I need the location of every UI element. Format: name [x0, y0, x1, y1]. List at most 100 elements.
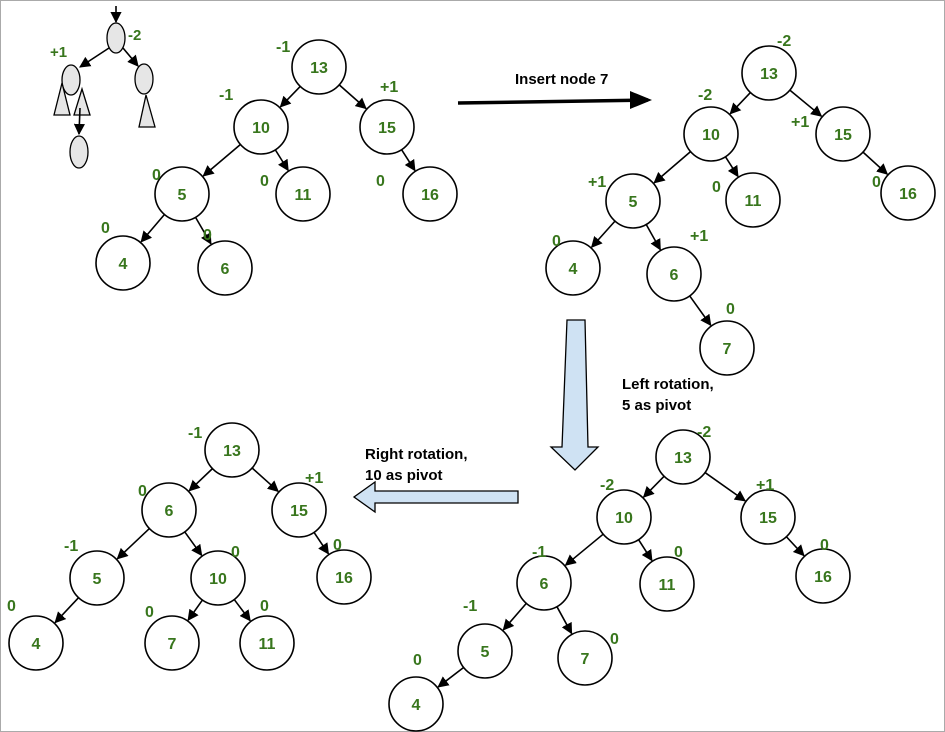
tree-edge: [724, 156, 739, 178]
balance-factor: 0: [552, 233, 561, 250]
tree-edge: [637, 539, 653, 562]
node-circle: [8, 615, 64, 671]
tree-node: 13-1: [276, 39, 347, 95]
schematic-subtree: [73, 86, 91, 116]
tree-edge: [862, 151, 889, 175]
node-key: 15: [290, 503, 308, 520]
tree-node: 110: [239, 598, 295, 671]
tree-node: 40: [388, 652, 444, 732]
node-circle: [795, 548, 851, 604]
tree-edge: [653, 150, 692, 184]
balance-factor: 0: [101, 220, 110, 237]
tree-node: 13-2: [741, 33, 797, 101]
tree-edge: [502, 602, 527, 631]
node-key: 5: [481, 644, 490, 661]
tree-node: 70: [144, 604, 200, 671]
tree-node: 60: [197, 227, 253, 296]
node-circle: [388, 676, 444, 732]
balance-factor: -2: [698, 87, 712, 104]
tree-node: 40: [545, 233, 601, 296]
node-key: 6: [540, 576, 549, 593]
node-circle: [880, 165, 936, 221]
balance-factor: 0: [712, 179, 721, 196]
node-circle: [646, 246, 702, 302]
tree-edge: [556, 606, 573, 635]
node-key: 11: [659, 577, 676, 594]
node-circle: [683, 106, 739, 162]
balance-factor: +1: [690, 228, 708, 245]
balance-factor: -1: [219, 87, 233, 104]
balance-factor: -2: [600, 477, 614, 494]
node-key: 6: [221, 261, 230, 278]
tree-edge: [274, 149, 289, 172]
tree-node: 160: [795, 537, 851, 604]
tree-node: 40: [7, 598, 64, 671]
balance-factor: +1: [380, 79, 398, 96]
node-circle: [402, 166, 458, 222]
tree-edge: [785, 536, 805, 557]
node-key: 16: [335, 570, 353, 587]
node-key: 10: [702, 127, 720, 144]
node-key: 13: [674, 450, 692, 467]
node-key: 15: [759, 510, 777, 527]
node-key: 11: [259, 636, 276, 653]
balance-factor: 0: [7, 598, 16, 615]
node-key: 6: [670, 267, 679, 284]
tree-node: 10-2: [596, 477, 652, 545]
node-key: 5: [178, 187, 187, 204]
node-key: 13: [223, 443, 241, 460]
schematic-root-node: [106, 22, 126, 54]
balance-factor: 0: [203, 227, 212, 244]
tree-edge: [789, 89, 823, 117]
node-circle: [516, 555, 572, 611]
tree-node: 5-1: [457, 598, 513, 679]
node-circle: [69, 550, 125, 606]
left-rotation-caption-line1: Left rotation,: [622, 376, 714, 393]
node-circle: [95, 235, 151, 291]
balance-factor: 0: [872, 174, 881, 191]
node-circle: [239, 615, 295, 671]
tree-node: 110: [639, 544, 695, 612]
balance-factor: -1: [64, 538, 78, 555]
tree-edge: [279, 85, 301, 108]
tree-node: 13-1: [188, 422, 260, 478]
node-circle: [141, 482, 197, 538]
schematic-subtree: [53, 82, 71, 116]
right-rotation-caption-line1: Right rotation,: [365, 446, 467, 463]
tree-node: 50: [152, 166, 210, 222]
node-circle: [197, 240, 253, 296]
node-key: 16: [899, 186, 917, 203]
insert-caption: Insert node 7: [515, 71, 608, 88]
balance-factor: 0: [376, 173, 385, 190]
balance-factor: 0: [333, 537, 342, 554]
schematic-edge: [79, 47, 110, 68]
node-key: 7: [168, 636, 177, 653]
node-key: 13: [310, 60, 328, 77]
balance-factor: 0: [152, 167, 161, 184]
node-circle: [815, 106, 871, 162]
tree-edge: [194, 216, 212, 245]
tree-node: 5+1: [588, 173, 661, 229]
node-circle: [271, 482, 327, 538]
tree-node: 110: [260, 166, 331, 222]
tree-node: 10 -1: [219, 87, 289, 155]
node-key: 7: [723, 341, 732, 358]
tree-node: 16 0: [872, 165, 936, 221]
node-key: 6: [165, 503, 174, 520]
left-rotation-arrow: [549, 319, 600, 471]
schematic-new-node: [69, 135, 89, 169]
node-key: 10: [252, 120, 270, 137]
tree-edge: [645, 224, 661, 251]
balance-factor: 0: [610, 631, 619, 648]
node-key: 4: [569, 261, 578, 278]
insert-arrow: [457, 98, 649, 105]
tree-edge: [704, 471, 747, 502]
node-circle: [316, 549, 372, 605]
balance-factor: -1: [532, 544, 546, 561]
node-key: 5: [629, 194, 638, 211]
node-key: 16: [814, 569, 832, 586]
